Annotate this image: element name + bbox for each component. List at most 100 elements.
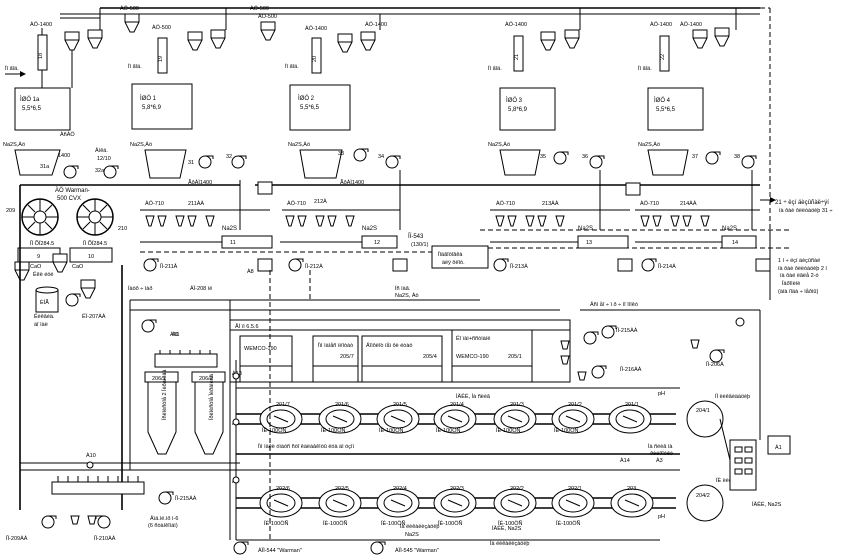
svg-text:ÀñÀÖ: ÀñÀÖ	[60, 131, 75, 138]
svg-text:Na2S: Na2S	[578, 226, 593, 232]
svg-text:ÀÖ-500: ÀÖ-500	[152, 24, 171, 31]
svg-text:Êêë éöë: Êêë éöë	[33, 270, 54, 278]
svg-text:201/1: 201/1	[625, 402, 639, 408]
thickener-201-3: 201/3ÏÉ-100ÖÑ	[493, 402, 537, 434]
svg-text:Na2S,Àö: Na2S,Àö	[288, 141, 310, 148]
svg-text:ÌØÖ 2: ÌØÖ 2	[298, 95, 315, 102]
mill-4: ÀÖ-1400 ÌØÖ 4 5,5*6,5 Íî âîä. Na2S,Àö 37…	[638, 21, 757, 176]
svg-text:10: 10	[88, 254, 94, 260]
svg-text:Âñì åî ÷ ï ð ÷ íî ïîíêó: Âñì åî ÷ ï ð ÷ íî ïîíêó	[590, 301, 638, 308]
svg-text:ÀÖ-710: ÀÖ-710	[496, 200, 515, 207]
svg-text:11: 11	[230, 240, 236, 246]
svg-text:Íà ëèêàëèçàöèþ: Íà ëèêàëèçàöèþ	[400, 523, 439, 530]
svg-text:Na2S: Na2S	[405, 532, 419, 538]
flot-bank-211: ÀÖ-710 211ÀÀ 11 Na2S ÏÏ-211Â	[140, 200, 273, 272]
svg-text:ÀÖ-710: ÀÖ-710	[287, 200, 306, 207]
svg-text:CaO: CaO	[72, 264, 84, 270]
svg-text:Íî âîä.: Íî âîä.	[488, 65, 502, 72]
svg-text:213ÀÀ: 213ÀÀ	[542, 200, 559, 207]
thickener-203: 203	[610, 486, 654, 518]
svg-text:38: 38	[734, 154, 740, 160]
svg-text:À10: À10	[86, 452, 96, 459]
svg-text:32: 32	[226, 154, 232, 160]
svg-text:36: 36	[582, 154, 588, 160]
svg-text:ÏÏ-215ÀÀ: ÏÏ-215ÀÀ	[616, 327, 638, 334]
svg-text:ÃðÀÌ1400: ÃðÀÌ1400	[340, 179, 364, 186]
svg-text:Ïðëîèñòîå Ïèðàìèäà: Ïðëîèñòîå Ïèðàìèäà	[208, 373, 215, 420]
flot-banks: ÀÖ-710 211ÀÀ 11 Na2S ÏÏ-211Â ÀÖ-710 212À…	[140, 198, 790, 272]
svg-text:ÏÉ-100ÖÑ: ÏÉ-100ÖÑ	[554, 427, 578, 434]
svg-text:5,5*6,5: 5,5*6,5	[656, 107, 676, 113]
svg-text:5,5*6,5: 5,5*6,5	[22, 106, 42, 112]
flot-bank-212: ÀÖ-710 212À 12 Na2S ÏÏ-212À	[280, 198, 408, 272]
svg-text:À11: À11	[170, 331, 179, 338]
svg-text:CaO: CaO	[30, 264, 42, 270]
svg-text:ÀÖ-710: ÀÖ-710	[145, 200, 164, 207]
svg-text:ÀÖ-500: ÀÖ-500	[258, 13, 277, 20]
svg-text:Íàòð ÷ ìàð: Íàòð ÷ ìàð	[128, 285, 152, 292]
svg-text:(130/1): (130/1)	[411, 242, 429, 248]
svg-text:ÀÏÌ-544 "Warman": ÀÏÌ-544 "Warman"	[258, 547, 302, 554]
thickener-201-4: 201/4ÏÉ-100ÖÑ	[433, 402, 477, 434]
svg-text:Na2S,Àö: Na2S,Àö	[638, 141, 660, 148]
svg-text:ÏÉ-100ÖÑ: ÏÉ-100ÖÑ	[323, 520, 347, 527]
svg-text:204/2: 204/2	[696, 493, 710, 499]
svg-text:ÏÏ-214À: ÏÏ-214À	[658, 263, 676, 270]
mill-3: ÀÖ-1400 ÌØÖ 3 5,8*6,9 Íî âîä. Na2S,Àö 35…	[488, 21, 605, 176]
svg-text:pH: pH	[658, 514, 665, 520]
svg-text:Íî âîä.: Íî âîä.	[128, 63, 142, 70]
svg-text:ÀÖ-500: ÀÖ-500	[250, 5, 269, 12]
svg-text:ÏÏ-206À: ÏÏ-206À	[706, 361, 724, 368]
svg-text:203: 203	[627, 486, 636, 492]
svg-text:ÏÏ-213À: ÏÏ-213À	[510, 263, 528, 270]
svg-text:Ïäðîìëíè: Ïäðîìëíè	[782, 280, 800, 287]
svg-text:À1: À1	[775, 444, 782, 451]
svg-text:205/4: 205/4	[423, 354, 437, 360]
svg-text:Âíêä.: Âíêä.	[95, 147, 108, 154]
svg-text:201/2: 201/2	[568, 402, 582, 408]
svg-text:ÀÖ Warman-: ÀÖ Warman-	[55, 187, 90, 194]
svg-text:14: 14	[732, 240, 738, 246]
svg-text:202/5: 202/5	[335, 486, 349, 492]
svg-text:ÅÍ ïì 6.5.6: ÅÍ ïì 6.5.6	[235, 323, 259, 330]
svg-text:ðèëðîóêò: ðèëðîóêò	[650, 450, 673, 457]
svg-text:Na2S: Na2S	[362, 226, 377, 232]
mill-row: ÀÖ-1400 ÌØÖ 1а 5,5*6,5 Íî âîä. Na2S,Àö 3…	[3, 5, 757, 186]
svg-text:ÈÍÃ: ÈÍÃ	[40, 299, 49, 306]
pyramids: 206/1 206/2 Ïñëîèñòîå 2 Ïèðàìèäà Ïðëîèñò…	[144, 350, 226, 455]
svg-text:500 CVX: 500 CVX	[57, 196, 81, 202]
svg-text:ÀÖ-500: ÀÖ-500	[120, 5, 139, 12]
svg-text:ÍÌ ëèêâèäàöèþ: ÍÌ ëèêâèäàöèþ	[715, 393, 750, 400]
svg-text:13: 13	[586, 240, 592, 246]
thickener-202-2: 202/2ÏÉ-100ÖÑ	[493, 486, 537, 527]
bottom-left: ÏÏ-209ÀÀ ÏÏ-210ÀÀ ÏÏ-215ÀÀ Âïä.ìë.ìð ì-6…	[6, 476, 529, 555]
thickener-201-5: 201/5ÏÉ-100ÖÑ	[376, 402, 420, 434]
svg-text:íà ôàè ôëëòàöèþ 31 ÷: íà ôàè ôëëòàöèþ 31 ÷	[779, 208, 832, 214]
hydrocyclone-left: ÀÖ Warman- 500 CVX 209 210 ÏÏ ÕÏ284.5 ÏÏ…	[6, 187, 127, 281]
thickeners-top: 201/7ÏÉ-100ÖÑ 201/6ÏÉ-100ÖÑ 201/5ÏÉ-100Ö…	[236, 402, 676, 450]
svg-text:ÀÖ-1400: ÀÖ-1400	[650, 21, 672, 28]
svg-text:ÌÄÊÉ, Na2S: ÌÄÊÉ, Na2S	[492, 524, 522, 532]
svg-text:34: 34	[378, 154, 384, 160]
svg-text:ÏÉ-100ÖÑ: ÏÉ-100ÖÑ	[321, 427, 345, 434]
svg-text:Íî âîä.: Íî âîä.	[638, 65, 652, 72]
svg-text:ÏÏ-212À: ÏÏ-212À	[305, 263, 323, 270]
mill-1a: ÀÖ-1400 ÌØÖ 1а 5,5*6,5 Íî âîä. Na2S,Àö 3…	[3, 21, 119, 179]
svg-text:202/6: 202/6	[276, 486, 290, 492]
svg-text:ÀÏÌ-545 "Warman": ÀÏÌ-545 "Warman"	[395, 547, 439, 554]
svg-text:Na2S,Àö: Na2S,Àö	[488, 141, 510, 148]
thickener-202-5: 202/5ÏÉ-100ÖÑ	[318, 486, 362, 527]
mid-block: ÏÏ-543 (130/1) Ïîäãîòîâêà äëÿ ôëîò. Íñ ì…	[128, 233, 489, 338]
thickener-201-7: 201/7ÏÉ-100ÖÑ	[259, 402, 303, 434]
svg-text:202/1: 202/1	[568, 486, 582, 492]
svg-text:ÏÉ-100ÖÑ: ÏÉ-100ÖÑ	[496, 427, 520, 434]
svg-text:201/3: 201/3	[510, 402, 524, 408]
svg-text:5,8*6,9: 5,8*6,9	[508, 107, 528, 113]
svg-text:ÏÉ-100ÖÑ: ÏÉ-100ÖÑ	[436, 427, 460, 434]
svg-text:WEMCO-190: WEMCO-190	[456, 354, 489, 360]
svg-text:12: 12	[374, 240, 380, 246]
svg-text:Ëèêâèä.: Ëèêâèä.	[34, 313, 55, 320]
svg-text:Íñ ìàã.: Íñ ìàã.	[395, 285, 411, 292]
right-side: ÏÏ-215ÀÀ ÏÏ-206À ÏÏ-216ÀÀ Âñì åî ÷ ï ð ÷…	[456, 301, 791, 532]
